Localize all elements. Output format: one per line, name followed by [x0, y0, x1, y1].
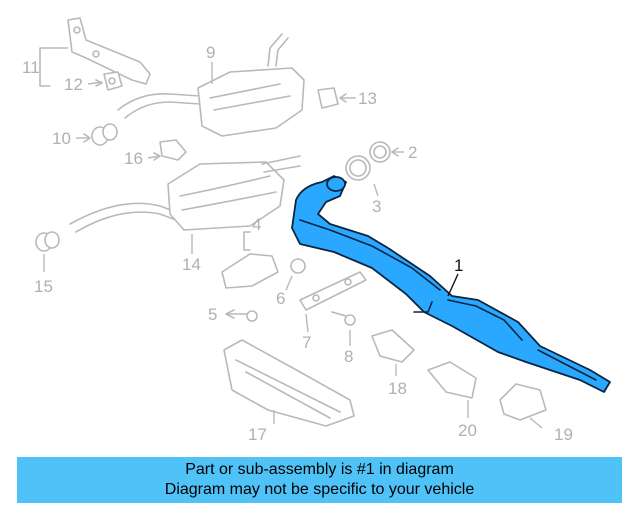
info-banner: Part or sub-assembly is #1 in diagram Di…: [17, 457, 622, 503]
part-3-clamp: [345, 155, 379, 197]
callout-11: 11: [22, 58, 40, 77]
exhaust-parts-diagram: 1 2 3 4 5 6 7 8 9 10 11 12 13 14 15 16 1…: [22, 17, 611, 444]
part-7-gasket: [299, 271, 367, 333]
part-12-hanger: [87, 71, 123, 91]
callout-18: 18: [388, 379, 407, 398]
callout-20: 20: [458, 421, 477, 440]
part-5-bolt: [225, 309, 258, 322]
callout-12: 12: [64, 75, 83, 94]
callout-6: 6: [276, 289, 285, 308]
callout-15: 15: [34, 277, 53, 296]
part-2-gasket: [369, 141, 404, 163]
callout-9: 9: [206, 43, 215, 62]
part-6-nut: [285, 258, 306, 291]
part-1-catalytic-converter[interactable]: [291, 175, 611, 393]
part-13-rubber-mount: [317, 87, 356, 109]
part-11-bracket: [39, 17, 151, 87]
callout-13: 13: [358, 89, 377, 108]
part-18-bracket: [371, 329, 415, 376]
callout-2: 2: [408, 143, 417, 162]
banner-line-1: Part or sub-assembly is #1 in diagram: [185, 461, 454, 478]
callout-8: 8: [344, 347, 353, 366]
part-8-stud: [331, 311, 356, 346]
part-9-rear-muffler: [117, 33, 305, 137]
part-19-bracket: [499, 383, 547, 429]
part-17-heat-shield: [223, 339, 355, 427]
part-16-bracket: [147, 139, 187, 161]
part-4-heat-shield: [221, 231, 279, 289]
callout-7: 7: [302, 333, 311, 352]
callout-1: 1: [454, 256, 463, 275]
callout-4: 4: [252, 215, 261, 234]
callout-3: 3: [372, 197, 381, 216]
part-10-clamp: [76, 123, 118, 146]
part-15-clamp: [35, 231, 60, 272]
callout-16: 16: [124, 149, 143, 168]
callout-10: 10: [52, 129, 71, 148]
callout-14: 14: [182, 255, 201, 274]
callout-5: 5: [208, 305, 217, 324]
banner-line-2: Diagram may not be specific to your vehi…: [164, 481, 475, 498]
callout-19: 19: [554, 425, 573, 444]
part-14-center-muffler: [69, 155, 301, 254]
part-20-bracket: [427, 361, 477, 418]
callout-17: 17: [248, 425, 267, 444]
